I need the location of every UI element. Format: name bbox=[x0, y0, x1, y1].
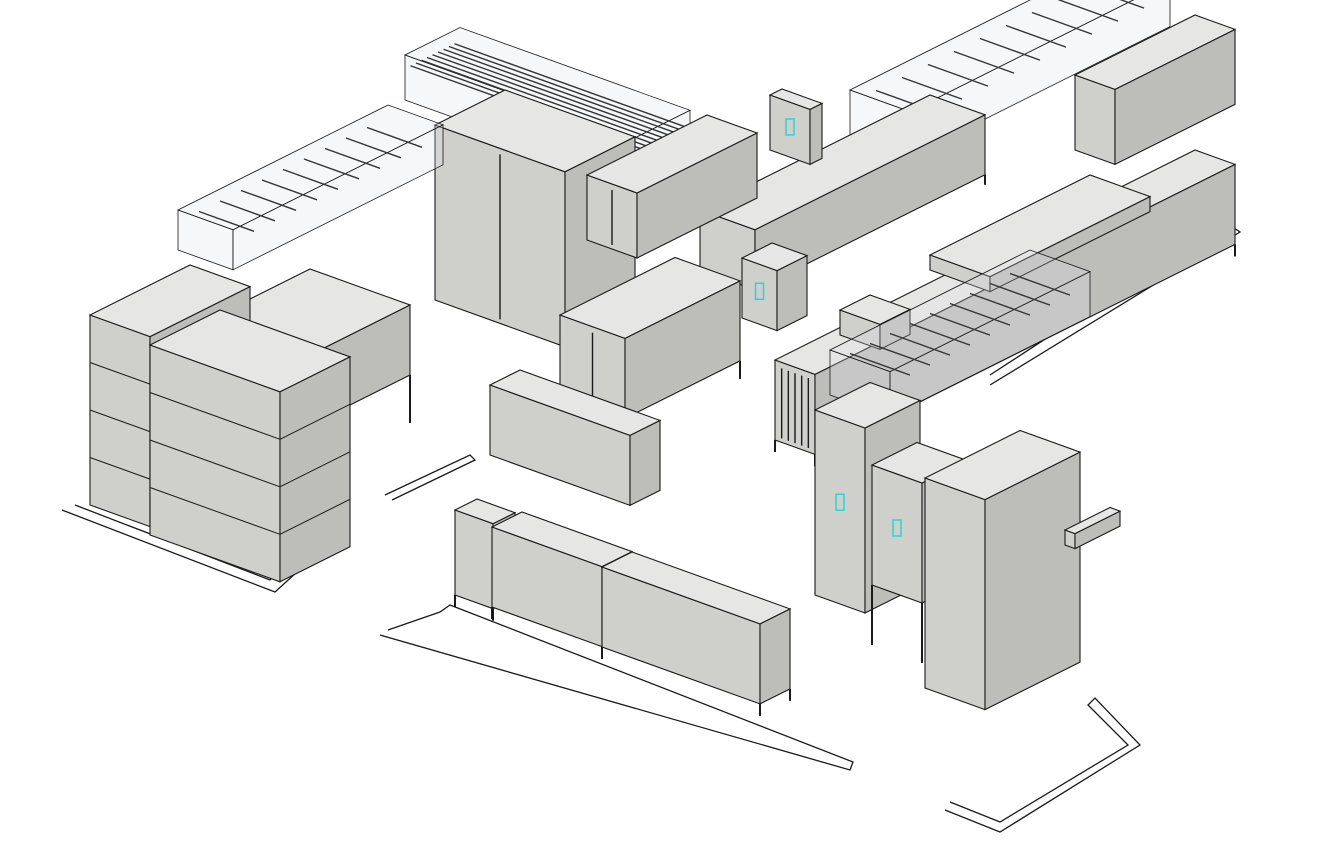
oven-hood-filter-bar bbox=[929, 312, 991, 336]
sink-hood-filter-bar bbox=[198, 210, 255, 232]
sink-hood-top-face bbox=[176, 104, 445, 231]
rear-hood-filter-bar bbox=[979, 37, 1041, 61]
dishwasher-hood-filter-bar bbox=[454, 43, 685, 128]
sink-hood-filter-bar bbox=[303, 158, 360, 180]
combi-oven-large-control-panel bbox=[835, 493, 845, 511]
rear-hood-filter-bar bbox=[901, 76, 963, 100]
wall-shelf-unit-1-shelf bbox=[89, 457, 151, 480]
wall-shelf-unit-1-shelf bbox=[89, 409, 151, 433]
sink-hood-filter-bar bbox=[366, 126, 423, 148]
work-table-cabinet-top-face bbox=[558, 256, 742, 339]
combi-oven-small-control-panel bbox=[892, 519, 902, 537]
front-counter-2-top-face bbox=[600, 551, 792, 625]
floor-footprint-outline bbox=[944, 697, 1142, 833]
oven-hood-filter-bar bbox=[869, 342, 931, 366]
rear-hood-filter-bar bbox=[1005, 24, 1067, 48]
wall-shelf-unit-2-top-face bbox=[148, 309, 352, 393]
equipment-layer bbox=[88, 0, 1237, 716]
wall-cabinet-upper-top-face bbox=[585, 114, 759, 194]
combi-oven-small-front-face bbox=[871, 464, 923, 604]
pass-wall-cabinet bbox=[488, 369, 662, 507]
dishwasher-hood-filter-bar bbox=[432, 54, 663, 139]
sink-hood-filter-bar bbox=[345, 137, 402, 159]
oven-hood-filter-bar bbox=[949, 302, 1011, 326]
dishwasher-hood-filter-bar bbox=[437, 51, 669, 136]
front-counter-2-side-face bbox=[759, 608, 791, 705]
wall-shelf-unit-1-top-face bbox=[88, 264, 252, 338]
oven-hood-filter-bar bbox=[1009, 272, 1071, 296]
floor-footprint-outline bbox=[379, 604, 854, 771]
oven-hood-filter-bar bbox=[909, 322, 971, 346]
wall-shelf-unit-2-shelf bbox=[279, 498, 351, 535]
rear-prep-counter-top-face bbox=[698, 94, 987, 231]
rear-wall-cabinet-front-face bbox=[1074, 74, 1116, 166]
sink-hood bbox=[176, 104, 445, 271]
hand-sink-unit-front-face bbox=[454, 509, 494, 610]
rear-wall-cabinet-top-face bbox=[1073, 14, 1237, 90]
rear-hood-filter-bar bbox=[1031, 11, 1093, 35]
sink-hood-filter-bar bbox=[324, 147, 381, 169]
planetary-mixer-control-panel bbox=[754, 282, 765, 301]
hand-sink-unit-top-face bbox=[453, 498, 517, 525]
wall-mount-dispenser-top-face bbox=[1063, 506, 1122, 535]
wall-shelf-unit-2-shelf bbox=[279, 403, 351, 440]
oven-hood-filter-bar bbox=[889, 332, 951, 356]
sink-hood-filter-bar bbox=[219, 200, 276, 222]
wall-shelf-unit-2-shelf bbox=[149, 487, 281, 535]
oven-hood-filter-bar bbox=[849, 352, 911, 376]
pass-wall-cabinet-top-face bbox=[488, 369, 662, 436]
wall-shelf-unit-2-shelf bbox=[149, 439, 281, 488]
dough-sheeter-control-panel bbox=[785, 118, 795, 136]
rear-hood-filter-bar bbox=[953, 50, 1015, 74]
wall-cabinet-upper bbox=[585, 114, 759, 259]
oven-hood-filter-bar bbox=[969, 292, 1031, 316]
fryer-top-face bbox=[838, 294, 912, 325]
dough-sheeter-top-face bbox=[768, 88, 824, 110]
front-counter-2 bbox=[600, 551, 792, 716]
fryer bbox=[838, 294, 912, 351]
rear-hood-filter-bar bbox=[1057, 0, 1119, 22]
wall-shelf-unit-2-shelf bbox=[279, 451, 351, 488]
dishwasher-hood-filter-bar bbox=[443, 48, 674, 133]
dough-sheeter-side-face bbox=[809, 102, 823, 166]
sink-hood-filter-bar bbox=[240, 189, 297, 211]
floor-footprint-outline bbox=[384, 454, 477, 501]
induction-hobs bbox=[928, 174, 1152, 293]
rear-hood-filter-bar bbox=[1119, 0, 1145, 9]
wall-shelf-unit-2-shelf bbox=[149, 392, 281, 440]
reach-in-refrigerator-front-face bbox=[924, 477, 986, 711]
dough-sheeter bbox=[768, 88, 824, 166]
induction-hobs-top-face bbox=[928, 174, 1152, 278]
rear-prep-counter bbox=[698, 94, 987, 300]
rear-wall-cabinet bbox=[1073, 14, 1237, 166]
oven-hood-top-face bbox=[828, 249, 1092, 373]
planetary-mixer bbox=[740, 242, 809, 332]
sink-hood-filter-bar bbox=[261, 179, 318, 201]
rear-hood-filter-bar bbox=[927, 63, 989, 87]
dishwasher-hood-filter-bar bbox=[426, 56, 658, 141]
dishwasher-hood-filter-bar bbox=[448, 45, 680, 130]
wall-shelf-unit-2 bbox=[148, 309, 352, 583]
combi-oven-large-top-face bbox=[813, 381, 922, 429]
wall-shelf-unit-1-shelf bbox=[89, 362, 151, 385]
reach-in-refrigerator bbox=[923, 429, 1082, 711]
oven-hood-filter-bar bbox=[989, 282, 1051, 306]
sink-hood-filter-bar bbox=[282, 168, 339, 190]
wall-mount-dispenser bbox=[1063, 506, 1122, 550]
oven-hood bbox=[828, 249, 1092, 418]
reach-in-refrigerator-top-face bbox=[923, 429, 1082, 501]
hood-type-dishwasher-top-face bbox=[433, 89, 637, 173]
combi-oven-large-front-face bbox=[814, 409, 866, 614]
planetary-mixer-top-face bbox=[740, 242, 809, 272]
